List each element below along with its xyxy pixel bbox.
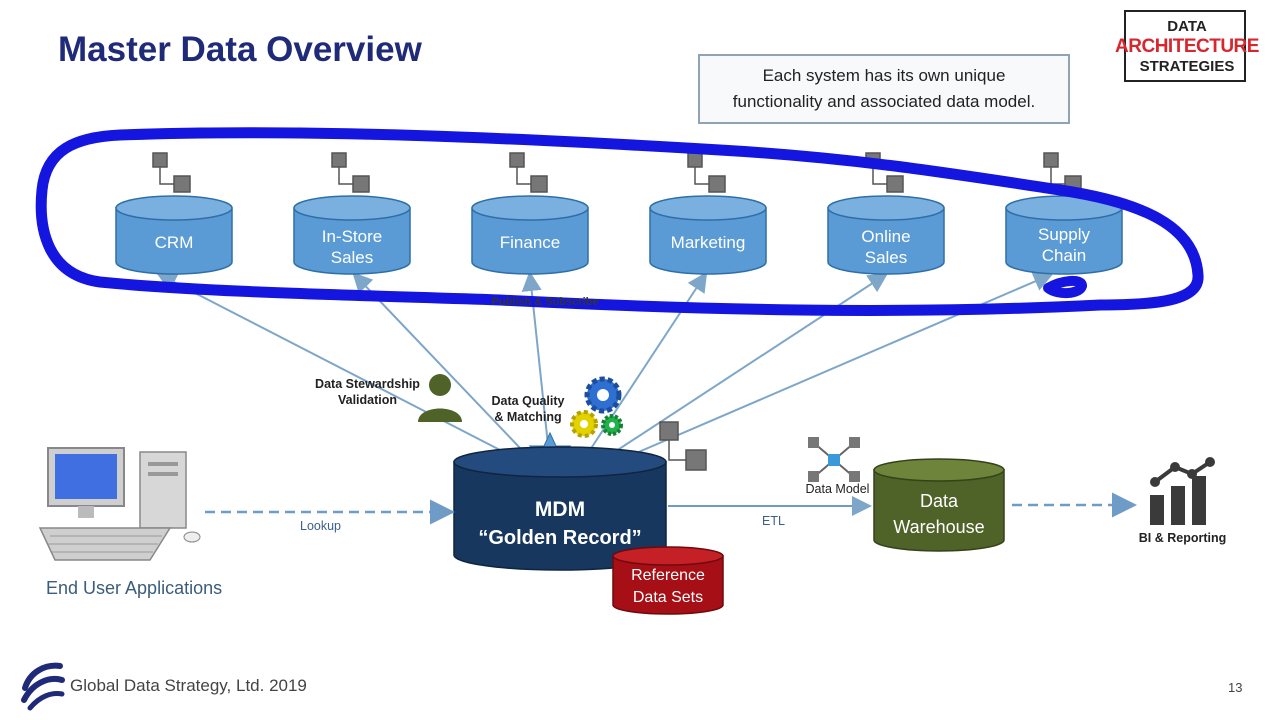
global-data-strategy-logo (21, 662, 65, 711)
gears-icon (570, 376, 623, 438)
computer-icon (38, 447, 201, 561)
db-supply-chain (1005, 195, 1123, 275)
footer-text: Global Data Strategy, Ltd. 2019 (70, 676, 307, 695)
system-label-finance: Finance (472, 232, 588, 253)
page-title: Master Data Overview (58, 30, 422, 69)
mdm-subtitle: “Golden Record” (478, 527, 642, 549)
label-line: In-Store (321, 227, 383, 246)
person-icon (418, 374, 462, 422)
data-model-label: Data Model (805, 482, 870, 496)
publish-subscribe-label: Publish & Subscribe (491, 296, 599, 308)
system-label-crm: CRM (116, 232, 232, 253)
bar-chart-icon (1150, 457, 1215, 525)
system-label-supply: Supply Chain (1006, 224, 1122, 266)
label-line: Sales (330, 248, 374, 267)
bi-label: BI & Reporting (1138, 531, 1227, 545)
data-model-icon (331, 152, 370, 193)
db-instore-sales (293, 195, 411, 275)
system-label-marketing: Marketing (650, 232, 766, 253)
quality-label: Data Quality & Matching (478, 393, 578, 425)
page-number: 13 (1228, 680, 1243, 695)
network-icon (808, 437, 860, 482)
label-line: Data Stewardship (315, 377, 420, 391)
db-mdm (453, 446, 667, 571)
data-model-icon (687, 152, 726, 193)
label-line: Validation (337, 393, 398, 407)
label-line: Finance (499, 233, 561, 252)
label-line: Data Sets (632, 589, 704, 606)
data-architecture-strategies-logo: DATA ARCHITECTURE STRATEGIES (1115, 10, 1259, 82)
db-finance (471, 195, 589, 275)
callout-box: Each system has its own unique functiona… (698, 54, 1070, 124)
db-online-sales (827, 195, 945, 275)
label-line: & Matching (494, 410, 562, 424)
annotation-tail (1043, 276, 1088, 298)
label-line: Warehouse (893, 517, 985, 537)
data-model-icon (659, 421, 707, 471)
callout-line-1: Each system has its own unique (762, 66, 1006, 85)
data-model-icons (152, 152, 1082, 471)
db-reference (612, 546, 724, 615)
label-line: Data Quality (491, 394, 565, 408)
data-model-icon (509, 152, 548, 193)
logo-line-2: ARCHITECTURE (1115, 36, 1259, 57)
warehouse-label: Data Warehouse (874, 488, 1004, 540)
reference-label: Reference Data Sets (613, 565, 723, 609)
etl-label: ETL (762, 514, 785, 528)
end-user-label: End User Applications (46, 578, 223, 598)
system-label-online: Online Sales (828, 226, 944, 268)
system-label-instore: In-Store Sales (294, 226, 410, 268)
system-databases (115, 195, 1123, 275)
mdm-title: MDM (534, 498, 586, 521)
lookup-label: Lookup (300, 519, 342, 533)
db-warehouse (873, 458, 1005, 552)
label-line: Data (919, 491, 959, 511)
arrow-to-instore (352, 272, 521, 449)
label-line: Marketing (670, 233, 746, 252)
annotation-loop (35, 127, 1204, 316)
logo-line-1: DATA (1167, 18, 1207, 35)
db-marketing (649, 195, 767, 275)
logo-line-3: STRATEGIES (1139, 58, 1235, 75)
db-crm (115, 195, 233, 275)
label-line: Online (861, 227, 911, 246)
label-line: Chain (1041, 246, 1087, 265)
label-line: Sales (864, 248, 908, 267)
label-line: CRM (154, 233, 194, 252)
mdm-label: MDM “Golden Record” (454, 496, 666, 552)
callout-line-2: functionality and associated data model. (732, 92, 1036, 111)
data-model-icon (152, 152, 191, 193)
label-line: Reference (631, 567, 705, 584)
stewardship-label: Data Stewardship Validation (305, 376, 430, 408)
label-line: Supply (1038, 225, 1090, 244)
